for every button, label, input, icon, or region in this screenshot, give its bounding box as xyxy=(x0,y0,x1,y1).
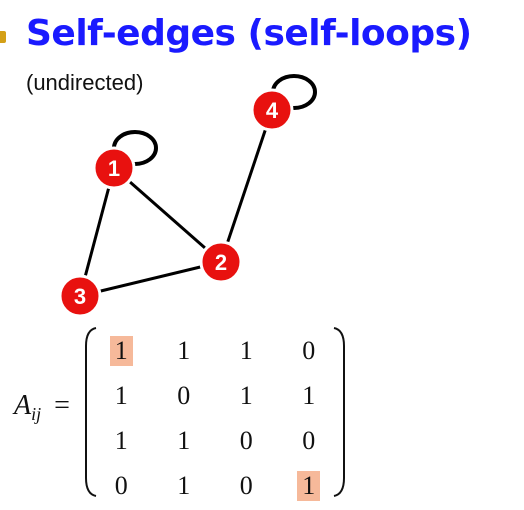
node-2: 2 xyxy=(199,240,243,284)
matrix-cell-1-1: 1 xyxy=(90,328,153,373)
matrix-cell-4-3: 0 xyxy=(239,470,253,500)
matrix-cell-2-4: 1 xyxy=(302,380,316,410)
matrix-cell-3-3: 0 xyxy=(239,425,253,455)
edge-1-2 xyxy=(113,166,222,264)
graph-nodes: 1 2 3 4 xyxy=(58,88,294,318)
slide-title: Self-edges (self-loops) xyxy=(26,13,472,54)
graph-edges xyxy=(78,109,274,298)
matrix-subscript: ij xyxy=(31,404,42,424)
edge-2-4 xyxy=(219,109,274,263)
node-1: 1 xyxy=(92,146,136,190)
matrix-cell-3-1: 1 xyxy=(114,425,128,455)
right-bracket xyxy=(333,327,345,497)
matrix-cell-3-2: 1 xyxy=(177,425,191,455)
node-2-label: 2 xyxy=(215,250,227,275)
matrix-symbol: A xyxy=(14,390,32,421)
matrix-cell-3-4: 0 xyxy=(302,425,316,455)
slide-subtitle: (undirected) xyxy=(26,70,144,95)
matrix-cell-2-2: 0 xyxy=(177,380,191,410)
matrix-cell-4-2: 1 xyxy=(177,470,191,500)
node-1-label: 1 xyxy=(108,156,120,181)
node-3: 3 xyxy=(58,274,102,318)
matrix-equals: = xyxy=(54,390,70,421)
matrix-cell-2-1: 1 xyxy=(114,380,128,410)
matrix-label: Aij = xyxy=(14,390,70,425)
bullet-marker xyxy=(0,31,6,43)
matrix-cell-1-2: 1 xyxy=(177,335,191,365)
matrix-cell-1-4: 0 xyxy=(302,335,316,365)
node-4-label: 4 xyxy=(266,98,279,123)
graph-diagram: 1 2 3 4 xyxy=(58,74,317,318)
node-4: 4 xyxy=(250,88,294,132)
left-bracket xyxy=(85,327,97,497)
matrix-cell-1-3: 1 xyxy=(239,335,253,365)
matrix-cell-4-4: 1 xyxy=(278,463,341,508)
node-3-label: 3 xyxy=(74,284,86,309)
matrix-cell-2-3: 1 xyxy=(239,380,253,410)
adjacency-matrix: 1 1 1 0 1 0 1 1 1 1 0 0 0 1 0 1 xyxy=(90,328,340,508)
edge-2-3 xyxy=(79,260,222,298)
edge-1-3 xyxy=(78,167,116,297)
matrix-cell-4-1: 0 xyxy=(114,470,128,500)
